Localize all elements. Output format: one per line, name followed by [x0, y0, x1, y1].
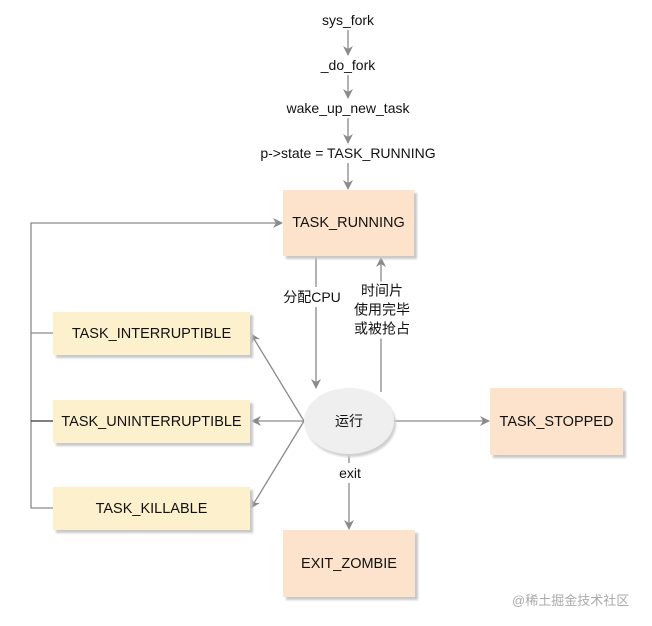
call-set-state: p->state = TASK_RUNNING	[260, 145, 436, 161]
preempt-line-2: 使用完毕	[354, 301, 410, 318]
preempt-line-3: 或被抢占	[354, 320, 410, 337]
state-task-interruptible: TASK_INTERRUPTIBLE	[53, 312, 250, 355]
state-exit-zombie: EXIT_ZOMBIE	[283, 530, 415, 597]
preempt-line-1: 时间片	[361, 282, 403, 299]
call-do-fork: _do_fork	[320, 57, 376, 73]
edge-label-preempt: 时间片 使用完毕 或被抢占	[354, 281, 410, 339]
state-task-stopped: TASK_STOPPED	[490, 388, 623, 455]
call-sys-fork: sys_fork	[321, 12, 375, 28]
edge-label-assign-cpu: 分配CPU	[283, 287, 341, 307]
state-run-node: 运行	[304, 388, 394, 454]
edge-run-killable	[250, 420, 305, 509]
edge-run-interruptible	[250, 333, 305, 422]
state-task-killable: TASK_KILLABLE	[53, 487, 250, 530]
state-task-uninterruptible: TASK_UNINTERRUPTIBLE	[53, 400, 250, 443]
edge-label-exit: exit	[339, 465, 361, 481]
edge-blocked-to-running	[30, 218, 283, 509]
state-task-running: TASK_RUNNING	[283, 190, 414, 256]
call-wake-up-new-task: wake_up_new_task	[286, 100, 410, 116]
watermark: @稀土掘金技术社区	[512, 593, 630, 608]
